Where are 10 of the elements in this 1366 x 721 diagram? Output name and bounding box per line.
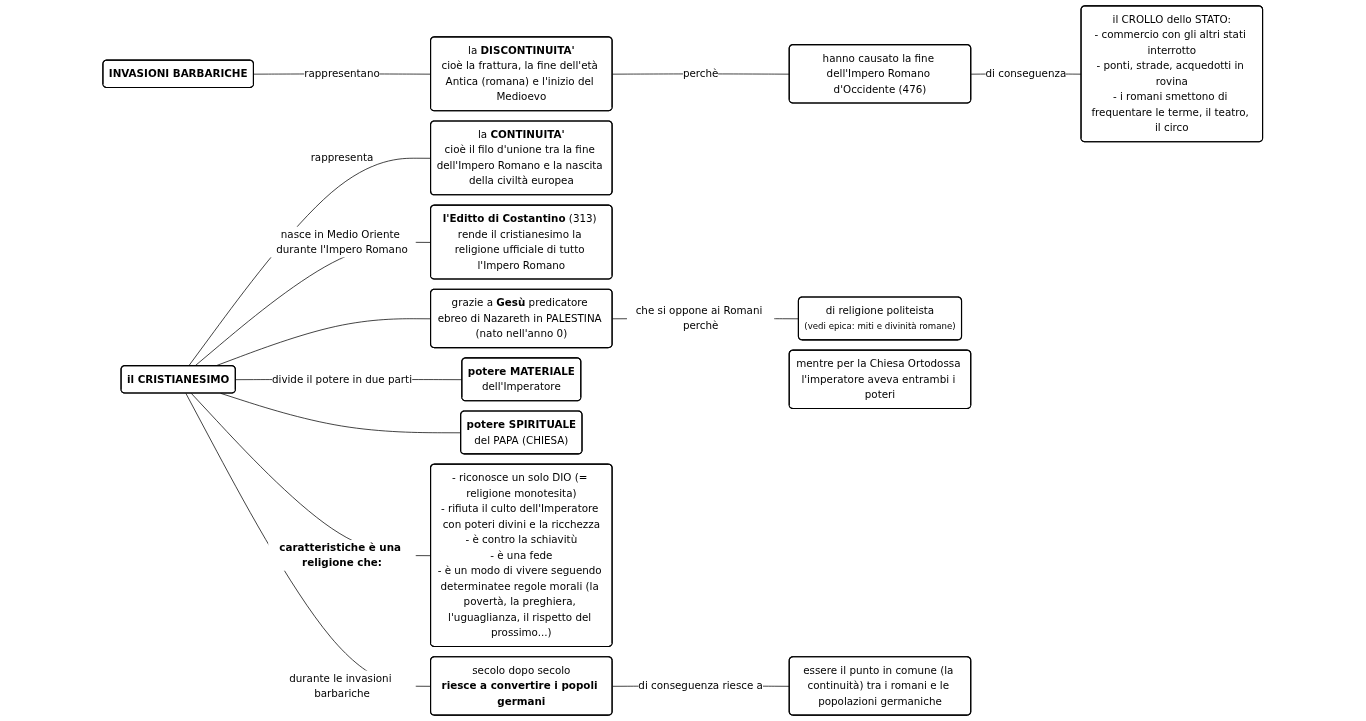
edge-label: divide il potere in due parti: [272, 373, 413, 385]
edge-label: rappresenta: [310, 151, 374, 164]
edge-label: caratteristiche è una religione che:: [279, 541, 402, 569]
edge-label: durante le invasioni barbariche: [289, 671, 392, 700]
edge-label: nasce in Medio Oriente durante l'Impero Romano: [276, 228, 409, 256]
edge-label: rappresentano: [304, 67, 381, 80]
edge-label: di conseguenza riesce a: [638, 679, 764, 692]
edge-label: di conseguenza: [985, 67, 1067, 80]
edge-label: che si oppone ai Romani perchè: [635, 304, 763, 332]
edge-label: perchè: [683, 67, 719, 80]
